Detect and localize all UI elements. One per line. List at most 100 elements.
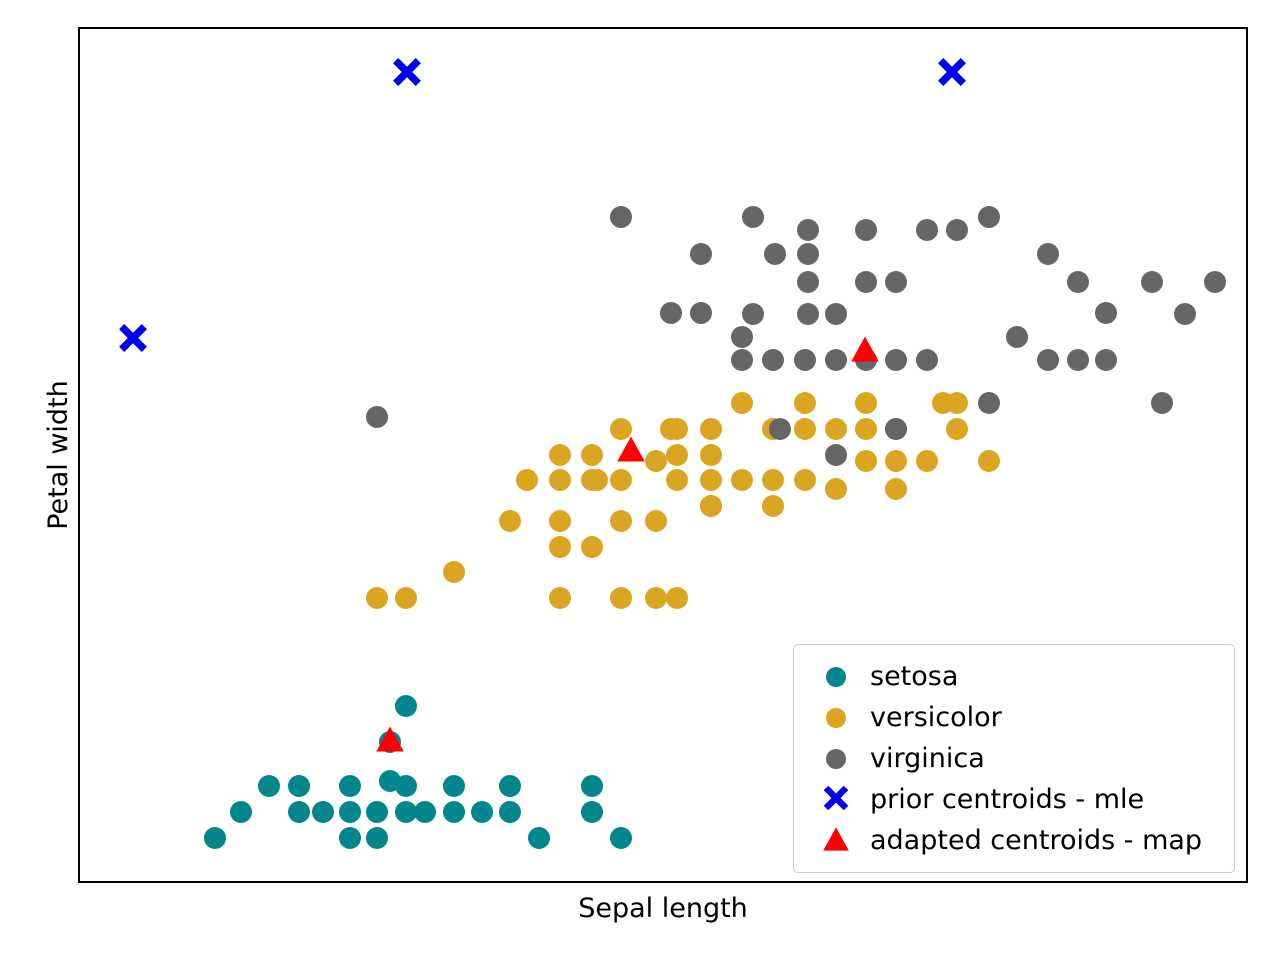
data-point-setosa — [528, 826, 551, 849]
data-point-versicolor — [549, 587, 572, 610]
data-point-versicolor — [794, 418, 817, 441]
legend-item-versicolor[interactable]: versicolor — [808, 697, 1220, 738]
legend-item-setosa[interactable]: setosa — [808, 656, 1220, 697]
legend-item-label: virginica — [870, 743, 985, 774]
data-point-setosa — [394, 694, 417, 717]
data-point-setosa — [366, 801, 389, 824]
legend-circle-icon — [808, 697, 864, 738]
data-point-versicolor — [394, 587, 417, 610]
data-point-versicolor — [854, 450, 877, 473]
data-point-versicolor — [645, 587, 667, 610]
data-point-versicolor — [885, 418, 908, 441]
data-point-versicolor — [824, 418, 847, 441]
data-point-virginica — [610, 205, 633, 228]
data-point-prior-centroids-mle — [390, 55, 424, 89]
legend-x-icon — [808, 779, 864, 820]
data-point-versicolor — [885, 450, 908, 473]
data-point-versicolor — [794, 392, 817, 415]
data-point-setosa — [442, 801, 465, 824]
data-point-setosa — [414, 801, 437, 824]
data-point-virginica — [824, 443, 847, 466]
data-point-setosa — [288, 775, 311, 798]
data-point-virginica — [731, 349, 754, 372]
data-point-setosa — [379, 770, 402, 793]
legend-circle-icon — [808, 656, 864, 697]
data-point-versicolor — [580, 535, 603, 558]
legend-item-label: setosa — [870, 661, 959, 692]
data-point-virginica — [854, 271, 877, 294]
data-point-virginica — [1140, 271, 1163, 294]
data-point-virginica — [761, 349, 784, 372]
data-point-virginica — [1067, 349, 1090, 372]
data-point-versicolor — [549, 535, 572, 558]
data-point-setosa — [442, 775, 465, 798]
legend-item-adapted-centroids-map[interactable]: adapted centroids - map — [808, 820, 1220, 861]
data-point-versicolor — [699, 468, 722, 491]
data-point-versicolor — [761, 418, 784, 441]
data-point-versicolor — [854, 392, 877, 415]
data-point-virginica — [1095, 301, 1118, 324]
data-point-versicolor — [885, 477, 908, 500]
data-point-versicolor — [731, 468, 754, 491]
data-point-virginica — [824, 302, 847, 325]
data-point-versicolor — [854, 418, 877, 441]
data-point-versicolor — [945, 418, 968, 441]
data-point-virginica — [1095, 349, 1118, 372]
data-point-versicolor — [366, 587, 389, 610]
data-point-prior-centroids-mle — [116, 321, 150, 355]
data-point-virginica — [915, 219, 938, 242]
data-point-virginica — [366, 405, 389, 428]
data-point-virginica — [854, 349, 877, 372]
x-axis-label: Sepal length — [578, 893, 748, 924]
y-axis-label: Petal width — [42, 380, 74, 530]
data-point-versicolor — [580, 468, 603, 491]
data-point-versicolor — [665, 468, 688, 491]
data-point-virginica — [796, 242, 819, 265]
legend-item-label: adapted centroids - map — [870, 825, 1203, 856]
data-point-setosa — [394, 775, 417, 798]
data-point-versicolor — [645, 450, 667, 473]
data-point-setosa — [499, 801, 522, 824]
data-point-versicolor — [699, 418, 722, 441]
data-point-versicolor — [915, 450, 938, 473]
data-point-adapted-centroids-map — [616, 435, 646, 463]
data-point-setosa — [394, 801, 417, 824]
data-point-virginica — [1151, 392, 1174, 415]
data-point-virginica — [945, 219, 968, 242]
legend-item-label: prior centroids - mle — [870, 784, 1145, 815]
data-point-setosa — [580, 775, 603, 798]
legend-item-virginica[interactable]: virginica — [808, 738, 1220, 779]
data-point-virginica — [690, 242, 713, 265]
data-point-virginica — [1036, 242, 1059, 265]
data-point-adapted-centroids-map — [375, 725, 405, 753]
data-point-versicolor — [610, 510, 633, 533]
data-point-versicolor — [665, 418, 688, 441]
data-point-virginica — [885, 271, 908, 294]
data-point-versicolor — [549, 510, 572, 533]
data-point-setosa — [203, 826, 226, 849]
data-point-setosa — [312, 801, 335, 824]
data-point-virginica — [741, 302, 764, 325]
data-point-virginica — [885, 349, 908, 372]
data-point-setosa — [339, 826, 362, 849]
data-point-versicolor — [660, 418, 683, 441]
data-point-versicolor — [549, 443, 572, 466]
data-point-versicolor — [761, 468, 784, 491]
data-point-virginica — [690, 301, 713, 324]
data-point-setosa — [471, 801, 494, 824]
data-point-versicolor — [585, 468, 608, 491]
data-point-setosa — [258, 775, 281, 798]
data-point-virginica — [854, 219, 877, 242]
data-point-versicolor — [515, 468, 538, 491]
data-point-versicolor — [610, 587, 633, 610]
data-point-virginica — [796, 271, 819, 294]
data-point-versicolor — [731, 392, 754, 415]
data-point-setosa — [288, 801, 311, 824]
data-point-versicolor — [699, 443, 722, 466]
data-point-virginica — [796, 219, 819, 242]
data-point-virginica — [1036, 349, 1059, 372]
data-point-versicolor — [931, 392, 954, 415]
data-point-virginica — [768, 418, 791, 441]
legend-item-prior-centroids-mle[interactable]: prior centroids - mle — [808, 779, 1220, 820]
